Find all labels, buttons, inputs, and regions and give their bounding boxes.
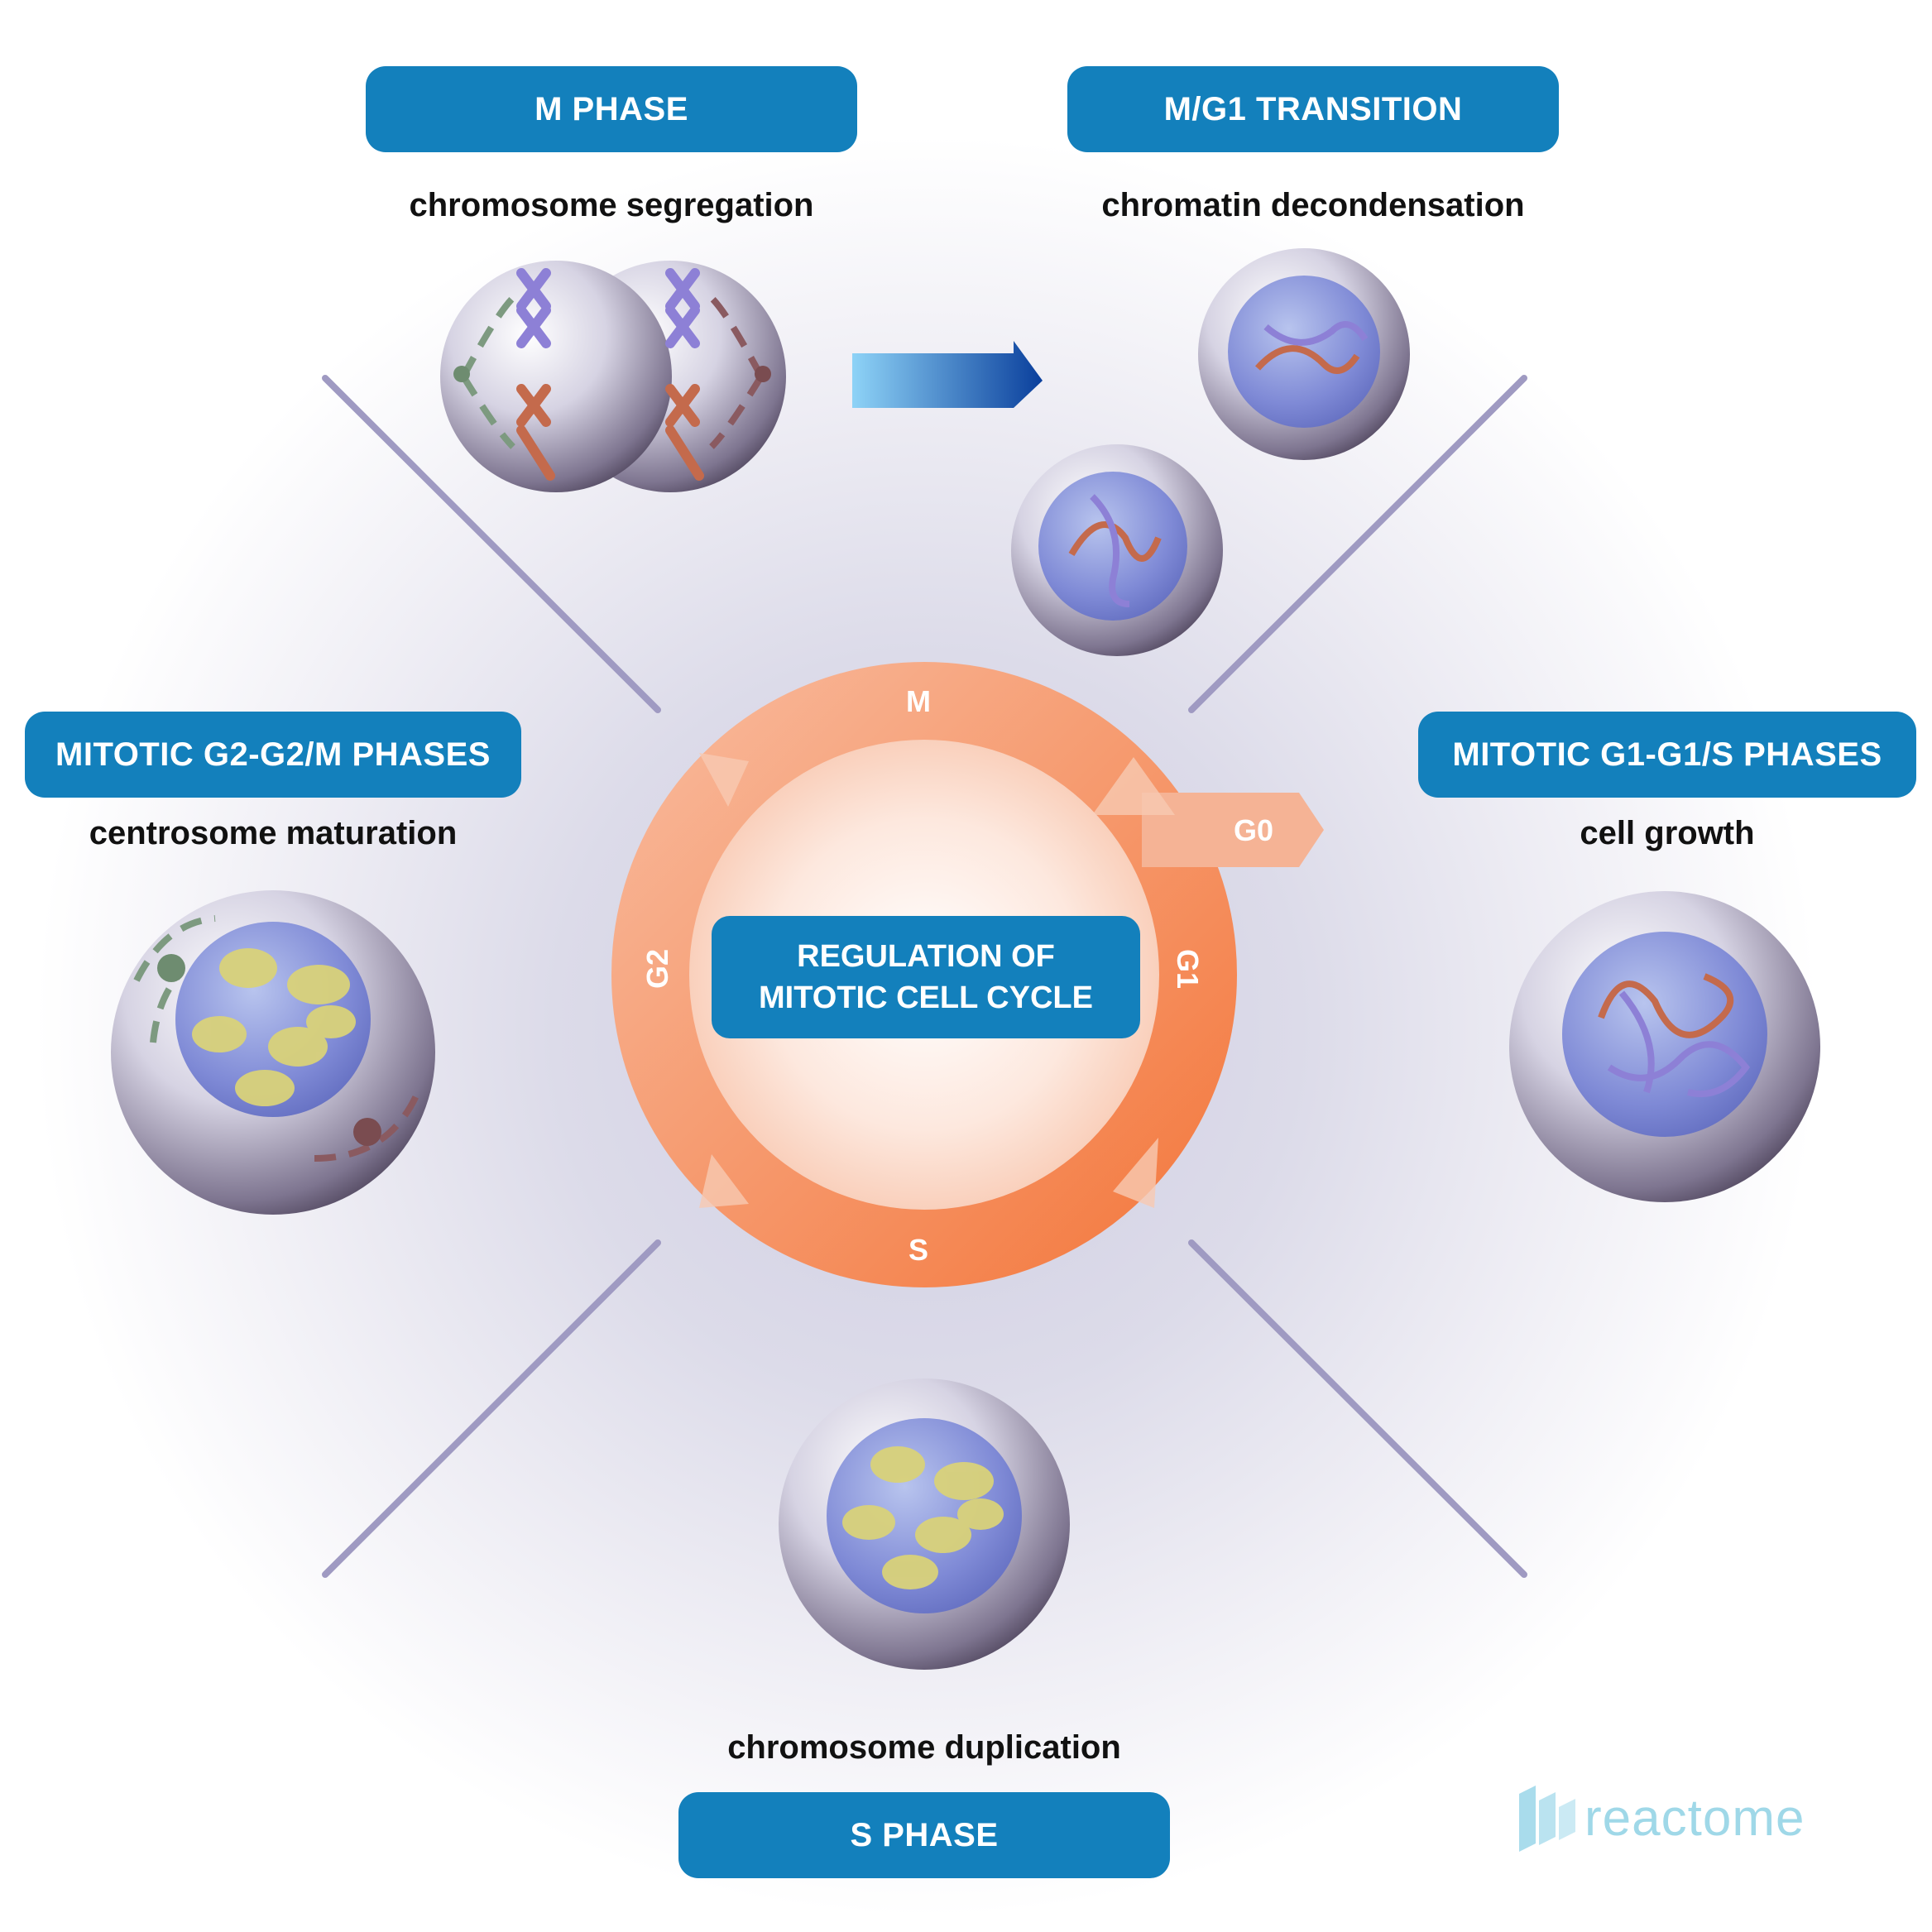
m-phase-cell-illustration xyxy=(440,261,786,492)
center-title-box[interactable]: REGULATION OF MITOTIC CELL CYCLE xyxy=(712,916,1140,1038)
cycle-label-s: S xyxy=(908,1233,928,1267)
divider-lines xyxy=(322,375,1527,1578)
s-phase-caption: chromosome duplication xyxy=(727,1729,1121,1766)
cycle-label-g2: G2 xyxy=(640,948,674,990)
cycle-label-g1: G1 xyxy=(1171,948,1205,990)
cycle-label-m: M xyxy=(906,684,931,718)
g1-s-caption: cell growth xyxy=(1580,815,1755,851)
g2-m-cell-illustration xyxy=(111,890,435,1215)
g1-s-phases-title[interactable]: MITOTIC G1-G1/S PHASES xyxy=(1418,712,1916,798)
m-g1-transition-title[interactable]: M/G1 TRANSITION xyxy=(1067,66,1559,152)
m-g1-cells-illustration xyxy=(1011,248,1410,656)
m-phase-title[interactable]: M PHASE xyxy=(366,66,857,152)
brand-wordmark: reactome xyxy=(1584,1790,1805,1847)
m-phase-caption: chromosome segregation xyxy=(409,187,814,223)
cycle-label-g0: G0 xyxy=(1233,813,1274,847)
center-title-line1: REGULATION OF xyxy=(797,939,1055,974)
g2-m-caption: centrosome maturation xyxy=(89,815,458,851)
s-phase-title[interactable]: S PHASE xyxy=(678,1792,1170,1878)
g2-m-phases-title[interactable]: MITOTIC G2-G2/M PHASES xyxy=(25,712,521,798)
center-title-line2: MITOTIC CELL CYCLE xyxy=(759,980,1093,1015)
s-phase-cell-illustration xyxy=(779,1378,1070,1670)
transition-arrow xyxy=(852,341,1043,408)
m-g1-caption: chromatin decondensation xyxy=(1101,187,1525,223)
g1-s-cell-illustration xyxy=(1509,891,1820,1202)
reactome-logo-icon xyxy=(1519,1786,1575,1852)
